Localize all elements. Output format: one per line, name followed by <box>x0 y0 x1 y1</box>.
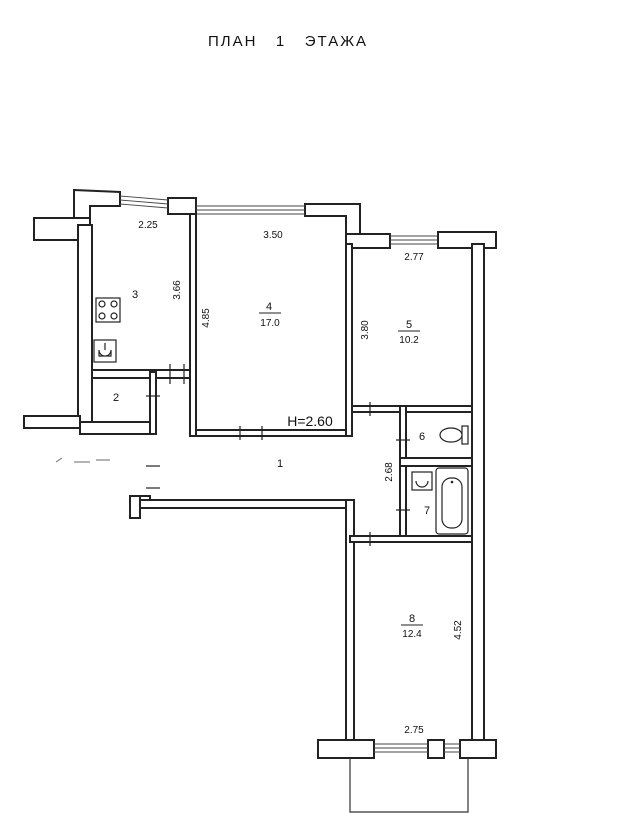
sink-icon <box>93 339 117 363</box>
room-6-number: 6 <box>419 431 425 443</box>
room-7-number: 7 <box>424 505 430 517</box>
room-7-depth: 2.68 <box>384 462 395 482</box>
door-markers <box>146 364 410 546</box>
interior-walls <box>91 213 473 543</box>
room-2-number: 2 <box>113 392 119 404</box>
room-4-number: 4 <box>266 301 272 313</box>
toilet-icon <box>439 425 469 445</box>
room-8-depth: 4.52 <box>453 620 464 640</box>
washbasin-icon <box>411 471 433 491</box>
ceiling-height-label: H=2.60 <box>287 413 333 429</box>
room-8-area: 12.4 <box>402 629 422 640</box>
windows <box>119 195 460 753</box>
room-1-number: 1 <box>277 458 283 470</box>
room-3-number: 3 <box>132 289 138 301</box>
scan-artifact <box>55 457 110 463</box>
room-5-width: 2.77 <box>404 252 424 263</box>
stove-icon <box>95 297 121 323</box>
room-3-depth: 3.66 <box>172 280 183 300</box>
room-4-depth: 4.85 <box>201 308 212 328</box>
room-4-area: 17.0 <box>260 318 280 329</box>
bathtub-icon <box>435 467 469 535</box>
plan-title: ПЛАН 1 ЭТАЖА <box>208 33 368 50</box>
outer-walls <box>23 188 497 759</box>
room-5-number: 5 <box>406 319 412 331</box>
room-8-number: 8 <box>409 613 415 625</box>
room-4-width: 3.50 <box>263 230 283 241</box>
room-5-area: 10.2 <box>399 335 419 346</box>
room-5-depth: 3.80 <box>360 320 371 340</box>
balcony <box>349 758 469 813</box>
room-8-width: 2.75 <box>404 725 424 736</box>
room-3-width: 2.25 <box>138 220 158 231</box>
